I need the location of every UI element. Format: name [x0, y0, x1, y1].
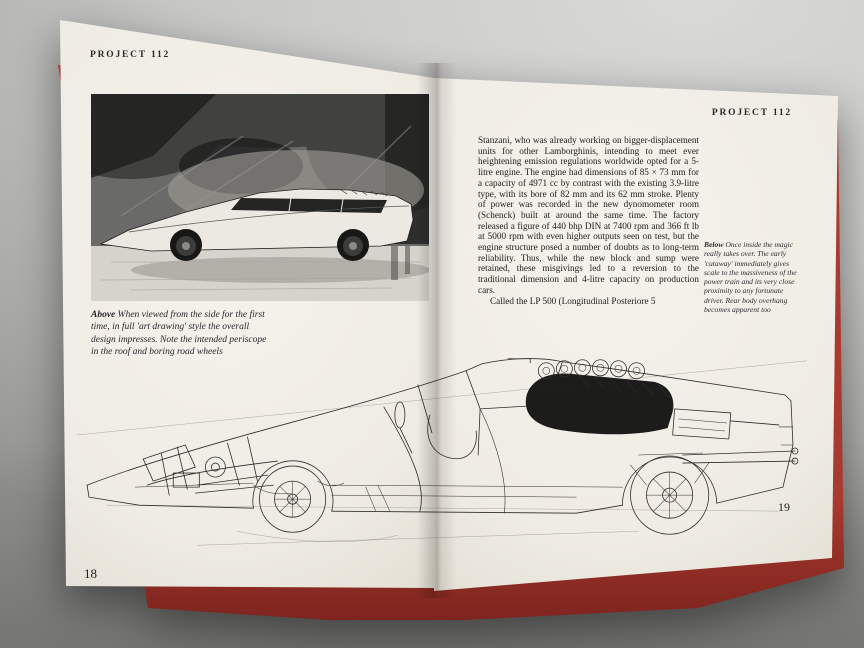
sidenote-text: Once inside the magic really takes over.…: [704, 240, 797, 315]
illustration-caption: Above When viewed from the side for the …: [91, 309, 267, 359]
body-text: Stanzani, who was already working on big…: [478, 135, 699, 306]
left-page-header: PROJECT 112: [90, 50, 171, 60]
caption-text: When viewed from the side for the first …: [91, 310, 267, 358]
sidenote-lead: Below: [704, 240, 724, 249]
left-page: PROJECT 112: [60, 20, 434, 588]
right-page: PROJECT 112 Stanzani, who was already wo…: [434, 78, 838, 591]
page-number-left: 18: [84, 566, 97, 581]
book: PROJECT 112: [55, 8, 847, 628]
margin-caption: Below Once inside the magic really takes…: [704, 240, 801, 314]
cutaway-svg: [77, 358, 807, 546]
body-paragraph: Called the LP 500 (Longitudinal Posterio…: [490, 295, 656, 306]
car-art-illustration: [91, 94, 429, 301]
page-number-right: 19: [778, 500, 790, 514]
body-paragraph: Stanzani, who was already working on big…: [478, 135, 699, 295]
right-page-header: PROJECT 112: [711, 108, 792, 118]
cutaway-drawing-illustration: [77, 334, 807, 554]
caption-lead: Above: [91, 310, 116, 320]
art-drawing-svg: [91, 94, 429, 301]
